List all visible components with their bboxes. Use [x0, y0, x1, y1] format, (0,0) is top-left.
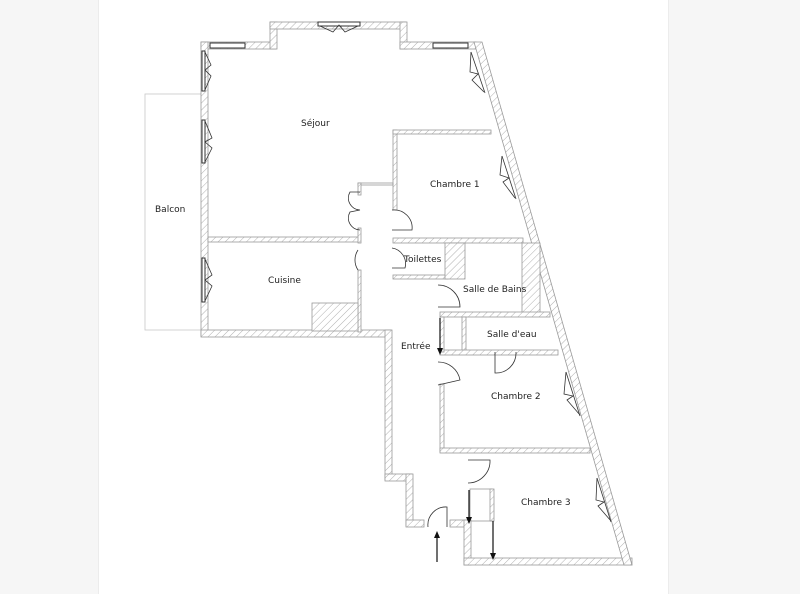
room-label-sejour: Séjour [301, 118, 330, 129]
interior-walls [207, 129, 591, 522]
arrows [434, 318, 496, 562]
room-label-balcon: Balcon [155, 205, 185, 215]
window-icon [432, 42, 469, 49]
exterior-walls [200, 21, 633, 566]
door-icon [348, 191, 361, 231]
window-icon [317, 21, 361, 33]
window-icon [469, 51, 486, 94]
window-icon [209, 42, 246, 49]
room-label-chambre-2: Chambre 2 [491, 392, 541, 402]
balcony-outline [144, 93, 203, 331]
arrow-down-icon [490, 521, 496, 560]
doors [348, 191, 517, 528]
room-labels: Séjour Chambre 1 Balcon Toilettes Cuisin… [155, 118, 571, 508]
door-icon [354, 249, 359, 271]
arrow-down-icon [466, 490, 472, 524]
door-icon [427, 506, 448, 528]
entrance-arrow-up-icon [434, 531, 440, 562]
room-label-toilettes: Toilettes [403, 255, 442, 265]
door-icon [494, 351, 517, 374]
door-icon [437, 284, 461, 308]
arrow-down-icon [437, 318, 443, 355]
window-icon [499, 155, 517, 200]
door-icon [437, 361, 461, 386]
window-icon [563, 371, 581, 417]
room-label-chambre-1: Chambre 1 [430, 180, 480, 190]
room-label-cuisine: Cuisine [268, 276, 301, 286]
room-label-salle-deau: Salle d'eau [487, 330, 537, 340]
windows [201, 21, 612, 523]
window-icon [595, 477, 612, 523]
room-label-salle-de-bains: Salle de Bains [463, 285, 527, 295]
door-icon [391, 247, 406, 269]
room-label-chambre-3: Chambre 3 [521, 498, 571, 508]
room-label-entree: Entrée [401, 341, 431, 352]
window-icon [201, 257, 213, 303]
door-icon [467, 459, 491, 484]
door-icon [391, 209, 413, 231]
window-icon [201, 50, 212, 92]
window-icon [201, 119, 213, 164]
